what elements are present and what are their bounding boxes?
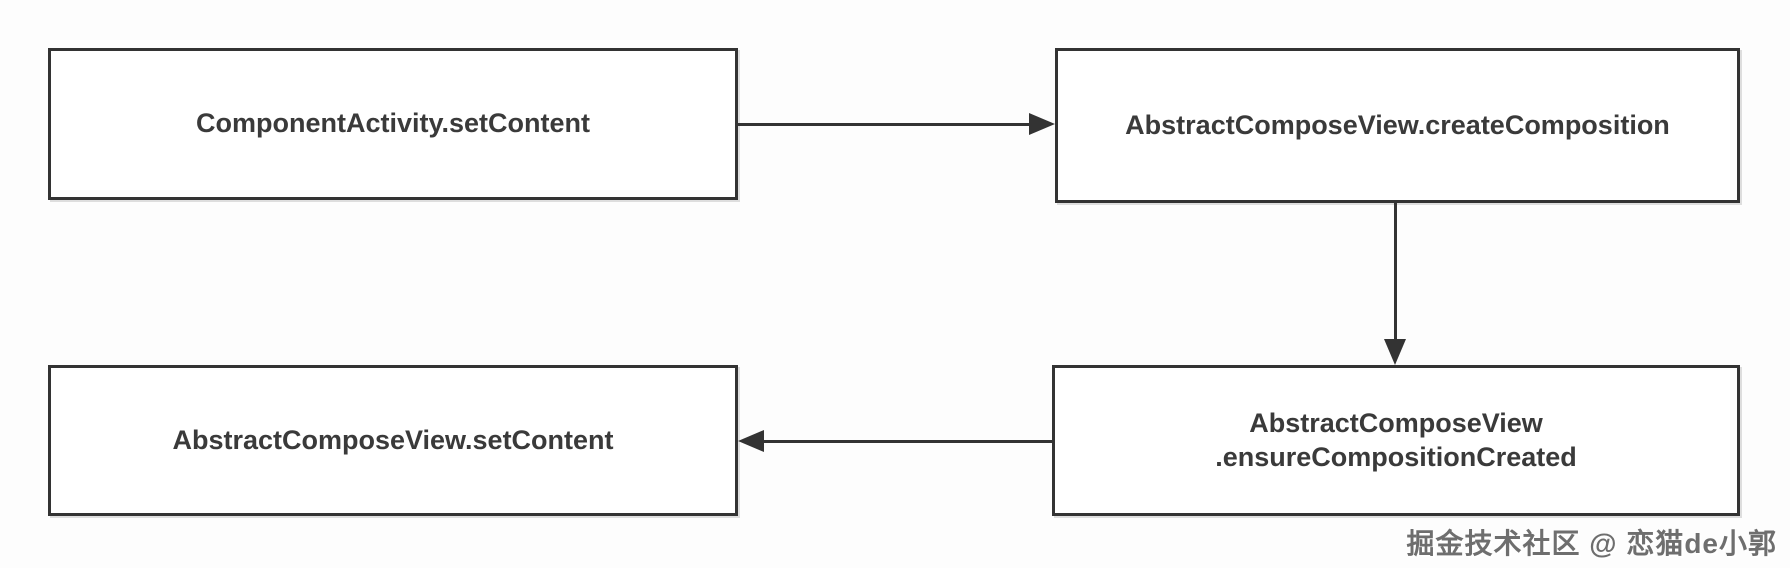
arrow-right-icon — [1029, 113, 1055, 135]
edge-line — [738, 123, 1029, 126]
node-abstract-compose-view-create-composition: AbstractComposeView.createComposition — [1055, 48, 1740, 203]
watermark-text: 掘金技术社区 @ 恋猫de小郭 — [1406, 528, 1777, 559]
arrow-left-icon — [738, 430, 764, 452]
node-abstract-compose-view-set-content: AbstractComposeView.setContent — [48, 365, 738, 516]
edge-line — [764, 440, 1052, 443]
edge-line — [1394, 203, 1397, 339]
node-component-activity-set-content: ComponentActivity.setContent — [48, 48, 738, 200]
node-abstract-compose-view-ensure-composition-created: AbstractComposeView .ensureCompositionCr… — [1052, 365, 1740, 516]
arrow-down-icon — [1384, 339, 1406, 365]
